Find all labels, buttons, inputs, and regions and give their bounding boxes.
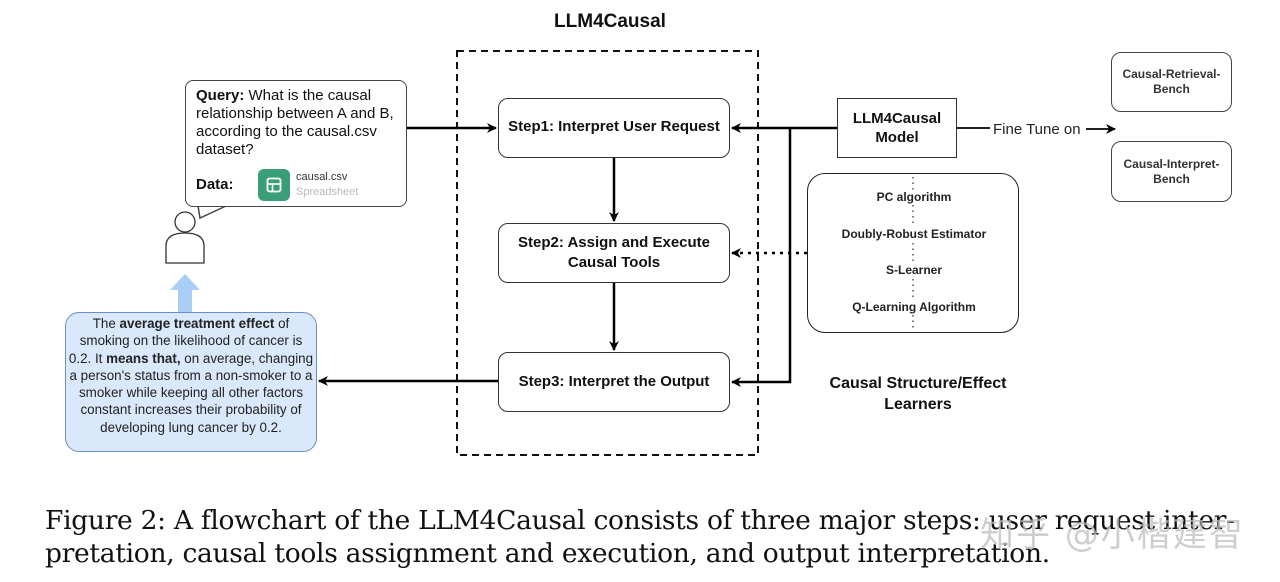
figure-caption: Figure 2: A flowchart of the LLM4Causal … — [45, 504, 1275, 570]
spreadsheet-icon — [258, 169, 290, 201]
answer-bold-2: means that, — [106, 350, 181, 366]
model-label-line1: LLM4Causal — [852, 110, 942, 127]
data-row: Data: causal.csv Spreadsheet — [196, 169, 358, 201]
learners-caption-line2: Learners — [884, 396, 952, 413]
causal-interpret-bench-box: Causal-Interpret- Bench — [1111, 141, 1232, 202]
learners-caption: Causal Structure/Effect Learners — [808, 373, 1028, 415]
diagram-title: LLM4Causal — [554, 11, 666, 32]
speech-bubble-tail — [197, 205, 227, 220]
learner-item: PC algorithm — [876, 190, 952, 204]
answer-text-1: The — [92, 316, 120, 331]
user-icon — [165, 211, 205, 264]
step2-box: Step2: Assign and Execute Causal Tools — [498, 223, 730, 283]
query-body: What is the causal relationship between … — [196, 87, 394, 158]
learner-item: Doubly-Robust Estimator — [841, 227, 987, 241]
step2-label: Step2: Assign and Execute Causal Tools — [518, 234, 710, 271]
caption-line1: Figure 2: A flowchart of the LLM4Causal … — [45, 505, 1235, 536]
step1-label: Step1: Interpret User Request — [508, 118, 720, 135]
learner-item: S-Learner — [885, 263, 943, 277]
query-bubble: Query: What is the causal relationship b… — [185, 80, 407, 207]
answer-text-3: on average, changing a person's status f… — [69, 350, 314, 435]
file-info: causal.csv Spreadsheet — [296, 170, 358, 200]
step3-box: Step3: Interpret the Output — [498, 352, 730, 412]
step1-box: Step1: Interpret User Request — [498, 98, 730, 158]
bench2-line2: Bench — [1153, 171, 1190, 186]
file-type: Spreadsheet — [296, 186, 359, 198]
query-text: Query: What is the causal relationship b… — [196, 87, 396, 159]
learner-item: Q-Learning Algorithm — [852, 300, 976, 314]
model-label-line2: Model — [875, 129, 919, 146]
llm4causal-model-box: LLM4Causal Model — [837, 98, 957, 158]
answer-box: The average treatment effect of smoking … — [65, 312, 317, 452]
caption-line2: pretation, causal tools assignment and e… — [45, 538, 1050, 569]
bench1-line1: Causal-Retrieval- — [1122, 67, 1221, 81]
watermark: 知乎 @小楷建智 — [980, 515, 1245, 555]
causal-retrieval-bench-box: Causal-Retrieval- Bench — [1111, 52, 1232, 112]
answer-bold-1: average treatment effect — [119, 316, 275, 331]
learners-caption-line1: Causal Structure/Effect — [829, 375, 1007, 392]
answer-text-2: of smoking on the likelihood of cancer i… — [68, 316, 303, 366]
query-label: Query: — [196, 87, 245, 104]
learners-box: PC algorithm Doubly-Robust Estimator S-L… — [807, 173, 1019, 333]
up-arrow-icon — [170, 274, 200, 312]
bench1-line2: Bench — [1153, 82, 1190, 96]
fine-tune-label: Fine Tune on — [993, 121, 1081, 138]
bench2-line1: Causal-Interpret- — [1123, 156, 1220, 171]
data-label: Data: — [196, 176, 234, 193]
arrow-model-to-step3 — [731, 128, 792, 387]
step3-label: Step3: Interpret the Output — [518, 373, 710, 390]
file-name: causal.csv — [296, 171, 348, 183]
